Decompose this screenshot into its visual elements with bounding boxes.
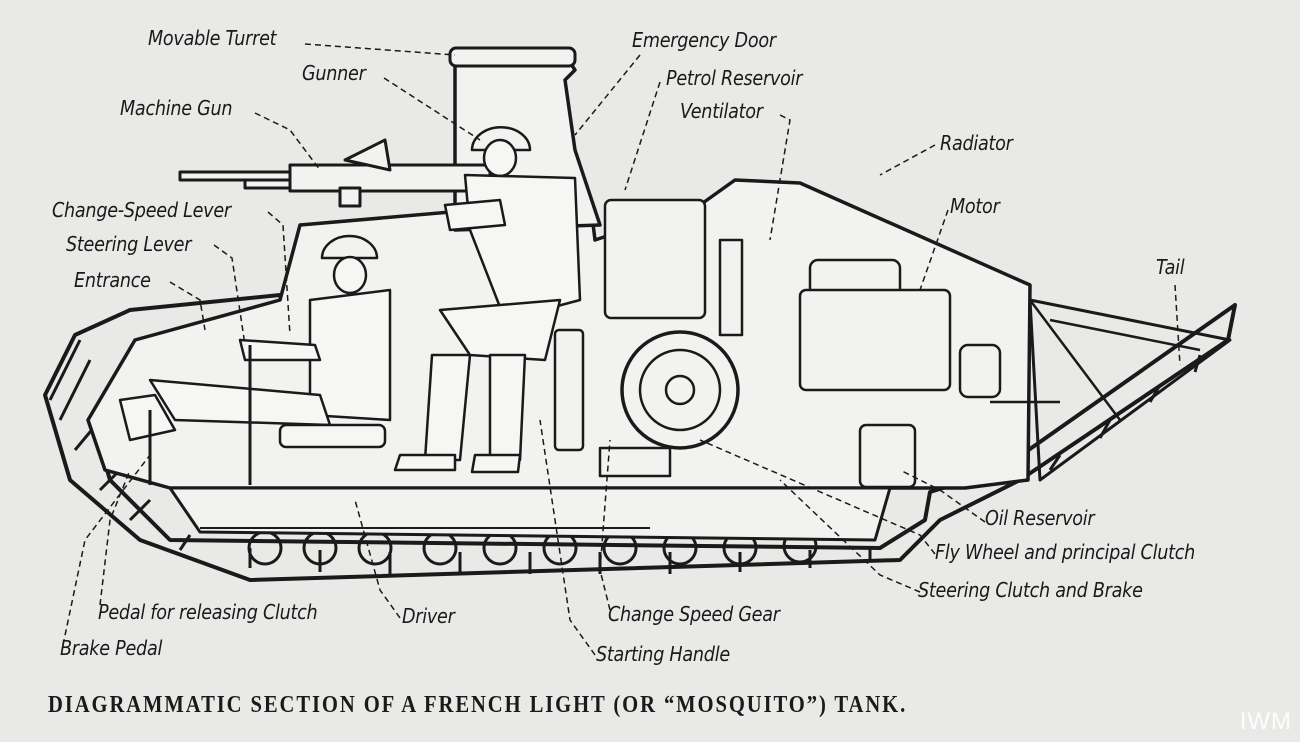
label-steering-lever: Steering Lever	[66, 232, 192, 256]
label-gunner: Gunner	[302, 61, 366, 85]
track-links	[48, 339, 1202, 574]
hull-floor	[168, 486, 892, 542]
gunner-figure	[393, 126, 582, 474]
label-steering-clutch: Steering Clutch and Brake	[918, 578, 1143, 602]
label-brake-pedal: Brake Pedal	[60, 636, 163, 660]
iwm-watermark: IWM	[1239, 708, 1292, 735]
label-petrol-reservoir: Petrol Reservoir	[666, 66, 803, 90]
tail	[1028, 298, 1232, 482]
label-fly-wheel: Fly Wheel and principal Clutch	[935, 540, 1196, 564]
label-ventilator: Ventilator	[680, 99, 763, 123]
label-pedal-releasing-clutch: Pedal for releasing Clutch	[98, 600, 318, 624]
leader-lines	[62, 43, 1181, 656]
diagram-caption: DIAGRAMMATIC SECTION OF A FRENCH LIGHT (…	[48, 692, 908, 718]
machine-gun	[178, 138, 492, 208]
label-entrance: Entrance	[74, 268, 151, 292]
label-change-speed-gear: Change Speed Gear	[608, 602, 780, 626]
label-movable-turret: Movable Turret	[148, 26, 277, 50]
label-radiator: Radiator	[940, 131, 1013, 155]
label-starting-handle: Starting Handle	[596, 642, 730, 666]
label-driver: Driver	[402, 604, 455, 628]
label-tail: Tail	[1156, 255, 1185, 279]
label-change-speed-lever: Change-Speed Lever	[52, 198, 231, 222]
label-oil-reservoir: Oil Reservoir	[985, 506, 1095, 530]
driver-figure	[118, 234, 392, 485]
label-motor: Motor	[950, 194, 1000, 218]
label-machine-gun: Machine Gun	[120, 96, 233, 120]
label-emergency-door: Emergency Door	[632, 28, 776, 52]
engine-compartment	[553, 198, 1060, 489]
